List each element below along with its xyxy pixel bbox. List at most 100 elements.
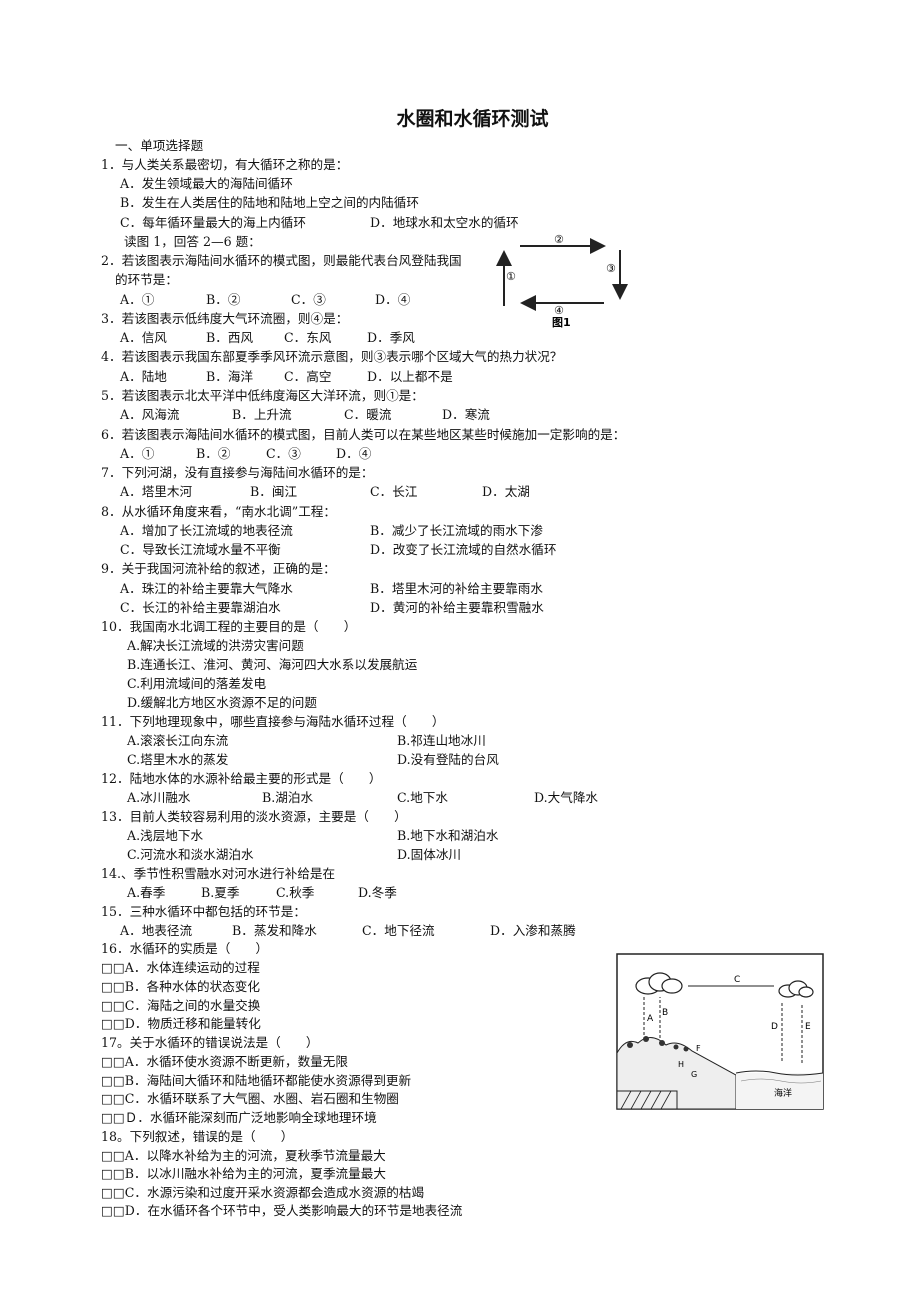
answer-option: D.没有登陆的台风 — [397, 752, 499, 767]
question-line: □□A．水循环使水资源不断更新，数量无限 — [101, 1054, 348, 1069]
answer-option: D.冬季 — [358, 885, 397, 900]
fig1-label-3: ③ — [606, 262, 616, 275]
question-line: 11．下列地理现象中，哪些直接参与海陆水循环过程（ ） — [101, 714, 445, 729]
answer-option: C．每年循环量最大的海上内循环 — [120, 215, 306, 230]
answer-option: A．信风 — [120, 330, 167, 345]
answer-option: D．地球水和太空水的循环 — [370, 215, 519, 230]
question-line: 2．若该图表示海陆间水循环的模式图，则最能代表台风登陆我国 — [101, 253, 462, 268]
answer-option: B．蒸发和降水 — [232, 923, 317, 938]
question-line: 5．若该图表示北太平洋中低纬度海区大洋环流，则①是： — [101, 388, 424, 403]
fig2-label-G: G — [691, 1070, 697, 1079]
answer-option: B．② — [196, 446, 231, 461]
answer-option: D.固体冰川 — [397, 847, 462, 862]
answer-option: C．高空 — [284, 369, 332, 384]
answer-option: B．上升流 — [232, 407, 292, 422]
answer-option: A．陆地 — [120, 369, 167, 384]
answer-option: A．风海流 — [120, 407, 180, 422]
question-line: 读图 1，回答 2—6 题： — [124, 234, 261, 249]
answer-option: A．地表径流 — [120, 923, 193, 938]
figure-1-diagram: ① ② ③ ④ 图1 — [496, 233, 628, 329]
answer-option: A．① — [120, 446, 155, 461]
answer-option: C．地下径流 — [362, 923, 435, 938]
answer-option: B．闽江 — [250, 484, 298, 499]
question-line: 6．若该图表示海陆间水循环的模式图，目前人类可以在某些地区某些时候施加一定影响的… — [101, 427, 626, 442]
fig1-label-1: ① — [506, 270, 516, 283]
answer-option: A.浅层地下水 — [127, 828, 204, 843]
answer-option: C．③ — [266, 446, 301, 461]
answer-option: C．东风 — [284, 330, 332, 345]
answer-option: C．长江的补给主要靠湖泊水 — [120, 600, 281, 615]
fig2-label-F: F — [696, 1044, 701, 1053]
question-line: B.连通长江、淮河、黄河、海河四大水系以发展航运 — [127, 657, 418, 672]
answer-option: D．季风 — [367, 330, 415, 345]
answer-option: A.春季 — [127, 885, 166, 900]
question-line: 14.、季节性积雪融水对河水进行补给是在 — [101, 866, 336, 881]
question-line: □□B．海陆间大循环和陆地循环都能使水资源得到更新 — [101, 1073, 412, 1088]
question-line: □□D．物质迁移和能量转化 — [101, 1016, 261, 1031]
answer-option: A．① — [120, 292, 155, 307]
question-line: B．发生在人类居住的陆地和陆地上空之间的内陆循环 — [120, 195, 419, 210]
answer-option: C．长江 — [370, 484, 418, 499]
question-line: 16．水循环的实质是（ ） — [101, 941, 269, 956]
answer-option: A．增加了长江流域的地表径流 — [120, 523, 293, 538]
answer-option: B.湖泊水 — [262, 790, 314, 805]
fig1-label-2: ② — [554, 233, 564, 246]
answer-option: D．寒流 — [442, 407, 490, 422]
question-line: 的环节是： — [115, 272, 178, 287]
fig2-label-H: H — [678, 1060, 684, 1069]
question-line: 17。关于水循环的错误说法是（ ） — [101, 1035, 319, 1050]
question-line: □□A．以降水补给为主的河流，夏秋季节流量最大 — [101, 1148, 386, 1163]
answer-option: D．④ — [375, 292, 411, 307]
answer-option: B.地下水和湖泊水 — [397, 828, 499, 843]
fig2-label-E: E — [805, 1022, 811, 1032]
question-line: □□Ｄ．水循环能深刻而广泛地影响全球地理环境 — [101, 1110, 377, 1125]
answer-option: D.大气降水 — [534, 790, 599, 805]
fig2-label-D: D — [771, 1022, 778, 1032]
answer-option: A．塔里木河 — [120, 484, 193, 499]
answer-option: B.夏季 — [201, 885, 240, 900]
answer-option: B．减少了长江流域的雨水下渗 — [370, 523, 543, 538]
question-line: 15．三种水循环中都包括的环节是： — [101, 904, 306, 919]
question-line: □□C．水循环联系了大气圈、水圈、岩石圈和生物圈 — [101, 1091, 399, 1106]
question-line: 18。下列叙述，错误的是（ ） — [101, 1129, 294, 1144]
fig2-label-B: B — [662, 1008, 668, 1018]
question-line: □□B．以冰川融水补给为主的河流，夏季流量最大 — [101, 1166, 386, 1181]
figure-2-water-cycle: C A B D E 海洋 F H G — [616, 953, 824, 1110]
answer-option: B．② — [206, 292, 241, 307]
cloud-right-icon — [778, 980, 814, 998]
question-line: 4．若该图表示我国东部夏季季风环流示意图，则③表示哪个区域大气的热力状况？ — [101, 349, 563, 364]
fig1-label-4: ④ — [554, 304, 564, 317]
answer-option: B．西风 — [206, 330, 254, 345]
question-line: 10．我国南水北调工程的主要目的是（ ） — [101, 619, 357, 634]
answer-option: D．太湖 — [482, 484, 530, 499]
question-line: □□C．水源污染和过度开采水资源都会造成水资源的枯竭 — [101, 1185, 425, 1200]
question-line: 3．若该图表示低纬度大气环流圈，则④是： — [101, 311, 349, 326]
answer-option: C.秋季 — [276, 885, 315, 900]
question-line: 一、单项选择题 — [115, 138, 204, 153]
fig2-label-A: A — [647, 1014, 654, 1024]
answer-option: C．③ — [291, 292, 326, 307]
answer-option: D．改变了长江流域的自然水循环 — [370, 542, 557, 557]
question-line: □□C．海陆之间的水量交换 — [101, 998, 261, 1013]
cloud-left-icon — [635, 972, 683, 995]
question-line: □□A．水体连续运动的过程 — [101, 960, 260, 975]
question-line: 7．下列河湖，没有直接参与海陆间水循环的是： — [101, 465, 374, 480]
answer-option: D．入渗和蒸腾 — [490, 923, 576, 938]
answer-option: C.河流水和淡水湖泊水 — [127, 847, 254, 862]
page-title: 水圈和水循环测试 — [396, 108, 549, 130]
question-line: 9．关于我国河流补给的叙述，正确的是： — [101, 561, 336, 576]
answer-option: C．导致长江流域水量不平衡 — [120, 542, 281, 557]
fig2-label-C: C — [734, 975, 740, 985]
question-line: A．发生领域最大的海陆间循环 — [120, 176, 293, 191]
answer-option: D．黄河的补给主要靠积雪融水 — [370, 600, 544, 615]
answer-option: C.塔里木水的蒸发 — [127, 752, 229, 767]
question-line: □□D．在水循环各个环节中，受人类影响最大的环节是地表径流 — [101, 1203, 463, 1218]
question-line: 8．从水循环角度来看，“南水北调”工程： — [101, 504, 336, 519]
answer-option: C.地下水 — [397, 790, 448, 805]
answer-option: A．珠江的补给主要靠大气降水 — [120, 581, 293, 596]
question-line: 12．陆地水体的水源补给最主要的形式是（ ） — [101, 771, 382, 786]
question-line: D.缓解北方地区水资源不足的问题 — [127, 695, 317, 710]
answer-option: D．④ — [336, 446, 372, 461]
answer-option: D．以上都不是 — [367, 369, 453, 384]
fig1-caption: 图1 — [552, 316, 571, 329]
